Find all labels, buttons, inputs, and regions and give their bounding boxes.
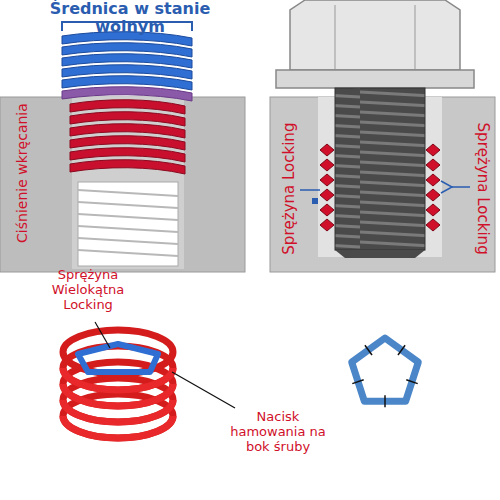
thread-line	[78, 238, 178, 244]
washer	[276, 70, 474, 88]
leader-line	[452, 186, 470, 188]
coil-section	[320, 144, 334, 156]
brake-pressure-label: Nacisk hamowania na bok śruby	[228, 410, 328, 455]
pressure-label: Ciśnienie wkręcania	[14, 101, 30, 245]
coil-section	[426, 174, 440, 186]
contact-tick	[398, 345, 405, 355]
transition-coil	[62, 87, 192, 101]
thread-line	[78, 190, 178, 196]
diameter-label: Średnica w stanie wolnym	[20, 0, 240, 37]
coil-transition	[62, 87, 192, 101]
coil-front-arc	[63, 368, 173, 390]
coil-red	[70, 160, 185, 174]
coil-section	[320, 159, 334, 171]
marker-bracket	[441, 181, 452, 193]
housing-block	[0, 97, 245, 272]
bolt-head	[290, 0, 460, 70]
coil-front-arc	[63, 384, 173, 406]
bolt-tip	[335, 250, 425, 258]
leader-line	[300, 189, 320, 191]
coil-section	[426, 219, 440, 231]
leader-line	[95, 322, 110, 348]
contact-tick	[365, 345, 372, 355]
thread-line	[78, 250, 178, 256]
bolt-shaft	[335, 88, 425, 250]
thread-lines	[78, 190, 178, 256]
coil-loop	[63, 362, 173, 406]
polygon-spring	[78, 344, 158, 372]
contact-ticks	[352, 345, 417, 407]
free-coils	[62, 32, 192, 90]
coil-front-arc	[63, 416, 173, 438]
compressed-coils	[70, 100, 185, 174]
coil-section	[320, 174, 334, 186]
polygon-spring	[352, 338, 419, 401]
thread-profile	[78, 182, 178, 266]
contact-tick	[384, 395, 386, 407]
bolt-head-edge	[415, 5, 416, 70]
coil-front	[63, 368, 173, 438]
coil-section	[426, 144, 440, 156]
thread-line	[78, 214, 178, 220]
coil-section	[320, 219, 334, 231]
bolt-head-edge	[335, 5, 336, 70]
coil-section	[426, 204, 440, 216]
leader-line	[172, 372, 235, 408]
polygon-spring-label: Sprężyna Wielokątna Locking	[38, 268, 138, 313]
contact-tick	[352, 380, 363, 384]
coil-section	[426, 189, 440, 201]
marker-square	[312, 198, 318, 204]
coil-section	[320, 204, 334, 216]
coil-section	[426, 159, 440, 171]
locking-label: Sprężyna Locking	[281, 114, 298, 264]
locking-label: Sprężyna Locking	[473, 114, 490, 264]
contact-tick	[406, 380, 417, 384]
thread-line	[78, 202, 178, 208]
thread-line	[78, 226, 178, 232]
insert-coil	[63, 330, 173, 438]
coil-front-arc	[63, 400, 173, 422]
coil-section	[320, 189, 334, 201]
locking-coils	[320, 144, 440, 231]
